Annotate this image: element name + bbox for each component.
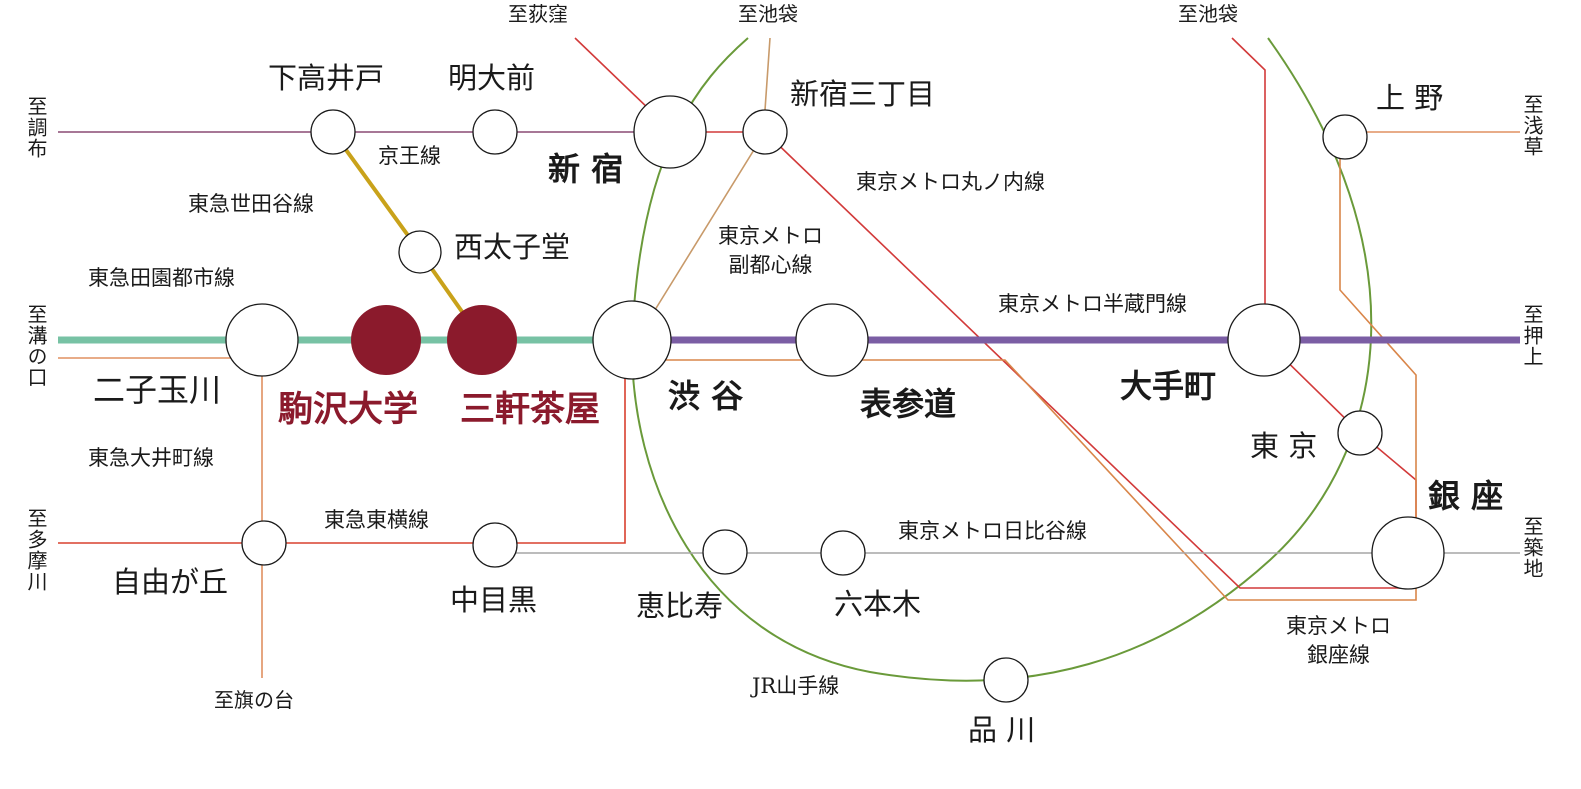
station-marker-shinjuku bbox=[633, 95, 707, 169]
station-label-shinagawa: 品 川 bbox=[968, 713, 1036, 747]
station-marker-shinagawa bbox=[983, 657, 1029, 703]
station-label-sangenjaya: 三軒茶屋 bbox=[460, 389, 601, 430]
line-label-hanzomon: 東京メトロ半蔵門線 bbox=[998, 292, 1187, 316]
line-label-setagaya: 東急世田谷線 bbox=[188, 192, 314, 216]
station-label-shibuya: 渋 谷 bbox=[668, 377, 744, 415]
station-marker-nakameguro bbox=[472, 522, 518, 568]
line-label-marunouchi: 東京メトロ丸ノ内線 bbox=[856, 170, 1045, 194]
station-label-omotesando: 表参道 bbox=[860, 385, 957, 423]
dest-ikebukuro-west: 至池袋 bbox=[738, 2, 798, 26]
station-marker-otemachi bbox=[1227, 303, 1301, 377]
line-label-keio: 京王線 bbox=[378, 144, 441, 168]
yamanote-line bbox=[630, 37, 1373, 682]
dest-tsukiji: 至築地 bbox=[1520, 516, 1544, 579]
station-marker-omotesando bbox=[795, 303, 869, 377]
line-label-toyoko: 東急東横線 bbox=[324, 508, 429, 532]
line-label-ginza-1: 東京メトロ bbox=[1286, 614, 1391, 638]
station-label-tokyo: 東 京 bbox=[1250, 429, 1318, 463]
dest-oshiage: 至押上 bbox=[1520, 304, 1544, 367]
station-marker-shibuya bbox=[592, 300, 672, 380]
station-label-shimotakaido: 下高井戸 bbox=[268, 61, 385, 95]
station-marker-ginza bbox=[1371, 516, 1445, 590]
station-label-shinjuku-sanchome: 新宿三丁目 bbox=[790, 77, 936, 111]
line-label-ginza: 東京メトロ 銀座線 bbox=[1286, 616, 1391, 666]
station-label-jiyugaoka: 自由が丘 bbox=[112, 565, 229, 599]
station-marker-nishitaishido bbox=[398, 230, 442, 274]
dest-ikebukuro-east: 至池袋 bbox=[1178, 2, 1238, 26]
station-label-futakotamagawa: 二子玉川 bbox=[93, 371, 222, 409]
line-label-ginza-2: 銀座線 bbox=[1307, 643, 1370, 667]
line-label-oimachi: 東急大井町線 bbox=[88, 446, 214, 470]
station-marker-shinjuku-sanchome bbox=[742, 109, 788, 155]
dest-tamagawa: 至多摩川 bbox=[24, 508, 48, 592]
dest-asakusa: 至浅草 bbox=[1520, 94, 1544, 157]
line-label-den-en-toshi: 東急田園都市線 bbox=[88, 266, 235, 290]
station-marker-tokyo bbox=[1337, 410, 1383, 456]
station-label-nakameguro: 中目黒 bbox=[450, 583, 538, 617]
station-marker-komazawa-daigaku bbox=[351, 305, 421, 375]
station-marker-meidaimae bbox=[472, 109, 518, 155]
station-label-ebisu: 恵比寿 bbox=[636, 589, 724, 623]
dest-mizonokuchi: 至溝の口 bbox=[24, 304, 48, 388]
marunouchi-line bbox=[764, 37, 1417, 589]
station-label-ueno: 上 野 bbox=[1376, 81, 1444, 115]
station-marker-sangenjaya bbox=[447, 305, 517, 375]
marunouchi-ogikubo-line bbox=[574, 37, 653, 113]
line-label-yamanote: JR山手線 bbox=[752, 674, 840, 698]
station-marker-futakotamagawa bbox=[225, 303, 299, 377]
station-label-meidaimae: 明大前 bbox=[448, 61, 536, 95]
line-label-fukutoshin: 東京メトロ 副都心線 bbox=[718, 226, 823, 276]
station-label-shinjuku: 新 宿 bbox=[548, 150, 624, 188]
station-marker-ueno bbox=[1322, 114, 1368, 160]
station-marker-jiyugaoka bbox=[241, 520, 287, 566]
station-marker-roppongi bbox=[820, 530, 866, 576]
station-label-otemachi: 大手町 bbox=[1120, 367, 1217, 405]
station-marker-shimotakaido bbox=[310, 109, 356, 155]
dest-chofu: 至調布 bbox=[24, 96, 48, 159]
line-label-hibiya: 東京メトロ日比谷線 bbox=[898, 519, 1087, 543]
station-marker-ebisu bbox=[702, 529, 748, 575]
station-label-komazawa-daigaku: 駒沢大学 bbox=[278, 389, 419, 430]
station-label-nishitaishido: 西太子堂 bbox=[454, 230, 571, 264]
dest-ogikubo: 至荻窪 bbox=[508, 2, 568, 26]
dest-hatanodai: 至旗の台 bbox=[214, 688, 294, 712]
station-label-roppongi: 六本木 bbox=[834, 587, 922, 621]
line-label-fukutoshin-2: 副都心線 bbox=[728, 253, 813, 277]
station-label-ginza: 銀 座 bbox=[1428, 477, 1504, 515]
line-label-fukutoshin-1: 東京メトロ bbox=[718, 224, 823, 248]
